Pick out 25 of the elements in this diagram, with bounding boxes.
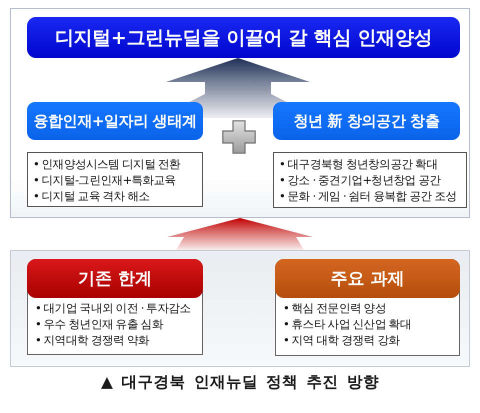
card-header: 기존 한계	[27, 259, 203, 298]
heading-box: 청년 新 창의공간 창출	[273, 102, 460, 140]
bullet-text: • 대기업 국내외 이전 · 투자감소	[35, 300, 192, 316]
bullet-text: • 문화 · 게임 · 쉼터 융복합 공간 조성	[279, 188, 458, 204]
bullet-text: • 대구경북형 청년창의공간 확대	[279, 156, 438, 172]
bullet-text: • 핵심 전문인력 양성	[283, 300, 387, 316]
block-arrow	[167, 218, 313, 250]
bullet-text: • 지역 대학 경쟁력 강화	[283, 332, 401, 348]
panel	[10, 250, 470, 367]
bullet-text: • 디지털 교육 격차 해소	[33, 188, 151, 204]
caption: ▲ 대구경북 인재뉴딜 정책 추진 방향	[101, 373, 379, 391]
list-box	[27, 152, 203, 207]
panel	[10, 8, 470, 218]
card-header: 주요 과제	[275, 259, 460, 298]
bullet-text: • 강소 · 중견기업+청년창업 공간	[279, 172, 442, 188]
list-box	[273, 152, 467, 208]
bullet-text: • 지역대학 경쟁력 약화	[35, 332, 150, 348]
info-card	[275, 259, 460, 356]
title-banner: 디지털+그린뉴딜을 이끌어 갈 핵심 인재양성	[27, 17, 460, 58]
heading-box: 융합인재+일자리 생태계	[27, 102, 203, 140]
bullet-text: • 우수 청년인재 유출 심화	[35, 316, 164, 332]
bullet-text: • 인재양성시스템 디지털 전환	[33, 156, 182, 172]
bullet-text: • 디지털-그린인재+특화교육	[33, 172, 177, 188]
bullet-text: • 휴스타 사업 신산업 확대	[283, 316, 412, 332]
info-card	[27, 259, 203, 355]
